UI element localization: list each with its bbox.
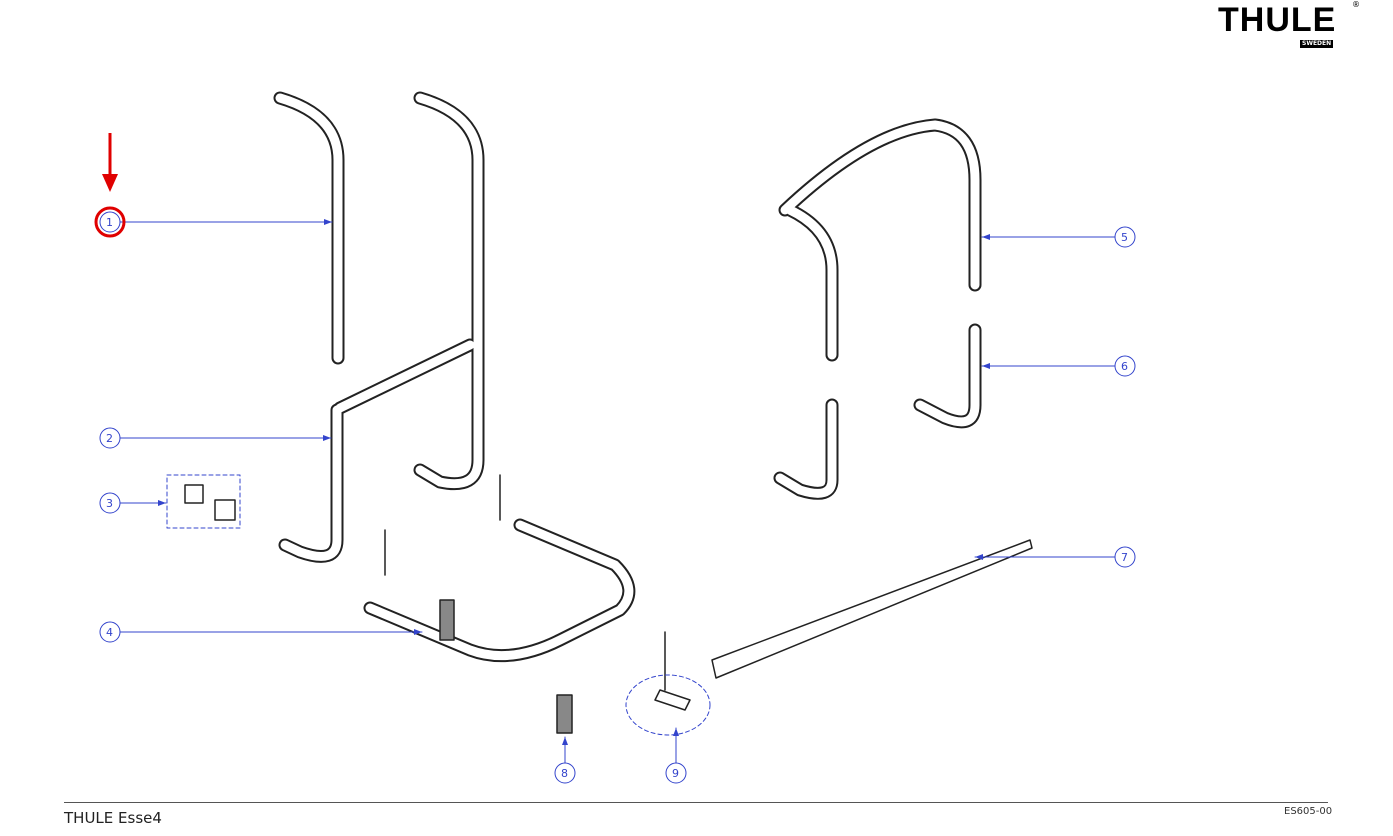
- footer-divider: [64, 802, 1328, 803]
- part-3-box: [166, 474, 241, 529]
- callout-label: 3: [106, 497, 113, 510]
- red-arrow-head-icon: [102, 174, 118, 192]
- leader-lines: [119, 219, 1116, 764]
- footer-title: THULE Esse4: [64, 809, 162, 827]
- callout-3: 3: [99, 492, 121, 514]
- part-4-frame: [363, 518, 636, 663]
- callout-label: 6: [1121, 360, 1128, 373]
- callout-label: 4: [106, 626, 113, 639]
- part-9-box: [625, 674, 711, 736]
- registered-mark: ®: [1352, 0, 1360, 9]
- callout-label: 1: [106, 216, 113, 229]
- callout-9: 9: [665, 762, 687, 784]
- footer-doc-code: ES605-00: [1284, 806, 1333, 817]
- thule-logo: THULE: [1218, 1, 1337, 39]
- part-7-rail: [711, 539, 1033, 679]
- callout-7: 7: [1114, 546, 1136, 568]
- part-2-tube: [413, 91, 485, 491]
- frame-pad: [439, 599, 455, 641]
- thule-logo-sweden: SWEDEN: [1300, 40, 1334, 48]
- callout-2: 2: [99, 427, 121, 449]
- part-3-bracket-b: [214, 499, 236, 521]
- highlight-circle: [94, 206, 126, 238]
- part-2-left-tube: [278, 403, 344, 563]
- callout-label: 8: [561, 767, 568, 780]
- callout-8: 8: [554, 762, 576, 784]
- part-3-bracket-a: [184, 484, 204, 504]
- part-5-arc: [778, 118, 982, 292]
- callout-5: 5: [1114, 226, 1136, 248]
- part-5-left: [783, 203, 839, 362]
- callout-label: 9: [672, 767, 679, 780]
- callout-1: 1: [99, 211, 121, 233]
- callouts: 1 2 3 4 5 6 7 8 9: [99, 211, 1136, 784]
- callout-label: 5: [1121, 231, 1128, 244]
- callout-4: 4: [99, 621, 121, 643]
- strap-posts: [384, 474, 501, 576]
- part-9-strap: [654, 631, 691, 711]
- callout-6: 6: [1114, 355, 1136, 377]
- highlight-marker: [94, 133, 126, 238]
- part-8-pad: [556, 694, 573, 734]
- callout-label: 2: [106, 432, 113, 445]
- callout-label: 7: [1121, 551, 1128, 564]
